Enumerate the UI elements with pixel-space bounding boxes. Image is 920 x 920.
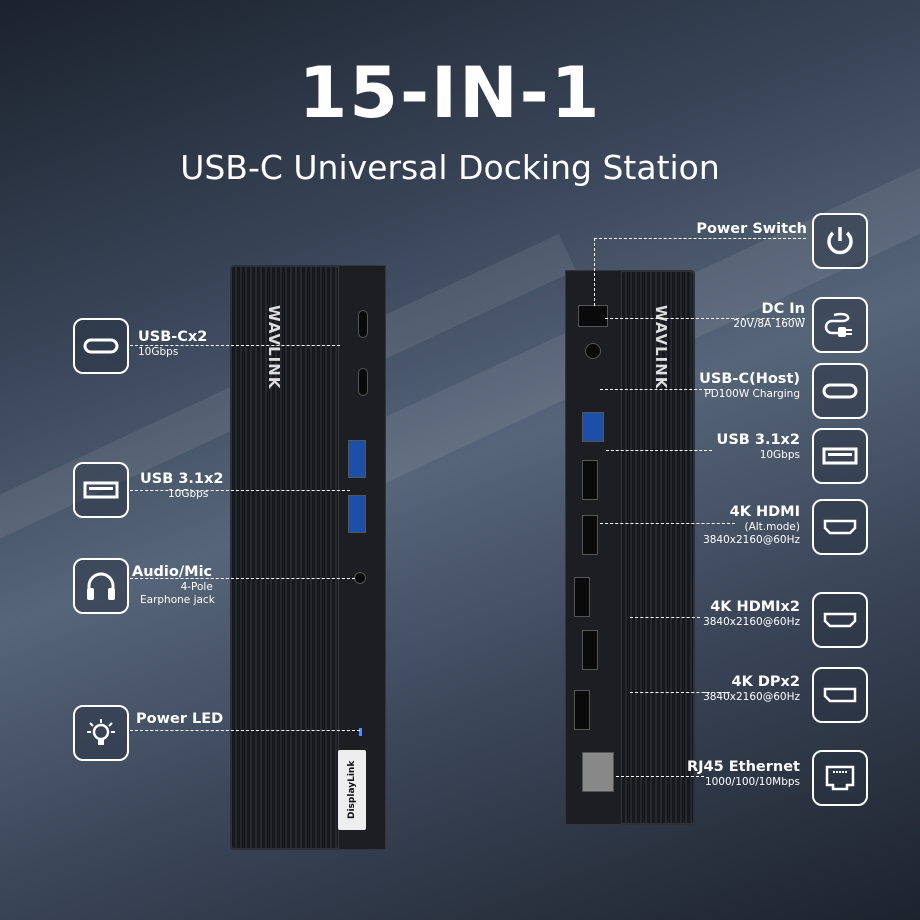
usb-a-icon [812,428,868,484]
leader-line [605,318,805,319]
feature-title: Audio/Mic [132,564,213,580]
feature-title: USB-Cx2 [138,329,208,345]
feature-detail: 3840x2160@60Hz [703,615,800,628]
power-plug-icon [812,297,868,353]
leader-line [594,238,595,306]
dock-front-view [230,265,340,850]
displaylink-badge: DisplayLink [338,750,366,830]
feature-title: RJ45 Ethernet [686,759,800,775]
feature-title: USB 3.1x2 [140,471,224,487]
leader-line [130,490,350,491]
hdmi-icon [812,499,868,555]
feature-title: USB 3.1x2 [716,432,800,448]
feature-power-switch: Power Switch [696,221,807,238]
leader-line [630,617,700,618]
feature-hdmi-alt: 4K HDMI(Alt.mode)3840x2160@60Hz [703,504,800,547]
leader-line [130,730,360,731]
leader-line [600,523,735,524]
power-icon [812,213,868,269]
leader-line [616,776,704,777]
feature-detail: 20V/8A 160W [733,317,805,330]
usb-c-port [358,310,368,338]
feature-title: DC In [761,301,805,317]
usb-c-port [358,368,368,396]
usb-c-icon [73,318,129,374]
feature-usb-c-host: USB-C(Host)PD100W Charging [699,371,800,401]
feature-title: 4K HDMIx2 [710,599,800,615]
power-switch [578,305,608,327]
leader-line [600,389,712,390]
feature-title: Power Switch [696,221,807,237]
feature-detail: 10Gbps [759,448,800,461]
feature-detail: (Alt.mode) [744,520,800,533]
feature-detail: PD100W Charging [704,387,800,400]
headline: 15-IN-1 [298,52,602,134]
leader-line [594,238,806,239]
hdmi-port [582,460,598,500]
usb-a-port [348,440,366,478]
usb-a-icon [73,462,129,518]
displayport-port [574,577,590,617]
displayport-icon [812,667,868,723]
hdmi-icon [812,592,868,648]
brand-logo: WAVLINK [265,305,283,390]
feature-detail: 3840x2160@60Hz [703,690,800,703]
leader-line [130,578,355,579]
usb-c-icon [812,363,868,419]
feature-title: USB-C(Host) [699,371,800,387]
feature-detail: 3840x2160@60Hz [703,534,800,547]
power-led [359,728,362,736]
headphones-icon [73,558,129,614]
feature-title: Power LED [136,711,224,727]
leader-line [630,692,730,693]
feature-title: 4K HDMI [729,504,800,520]
feature-detail: 1000/100/10Mbps [704,775,800,788]
dc-in-port [585,343,601,359]
feature-power-led: Power LED [136,711,224,728]
feature-detail: 10Gbps [138,345,179,358]
hdmi-port [582,630,598,670]
light-bulb-icon [73,705,129,761]
feature-detail: 4-Pole [180,580,213,593]
feature-title: 4K DPx2 [731,674,800,690]
ethernet-port [582,752,614,792]
audio-jack [354,572,366,584]
leader-line [606,450,712,451]
feature-detail: Earphone jack [140,594,215,607]
hdmi-port [582,515,598,555]
displayport-port [574,690,590,730]
ethernet-icon [812,750,868,806]
feature-detail: 10Gbps [168,487,209,500]
dock-rear-side [565,270,622,825]
leader-line [130,345,340,346]
usb-a-port [582,412,604,442]
usb-a-port [348,495,366,533]
subtitle: USB-C Universal Docking Station [180,148,720,187]
